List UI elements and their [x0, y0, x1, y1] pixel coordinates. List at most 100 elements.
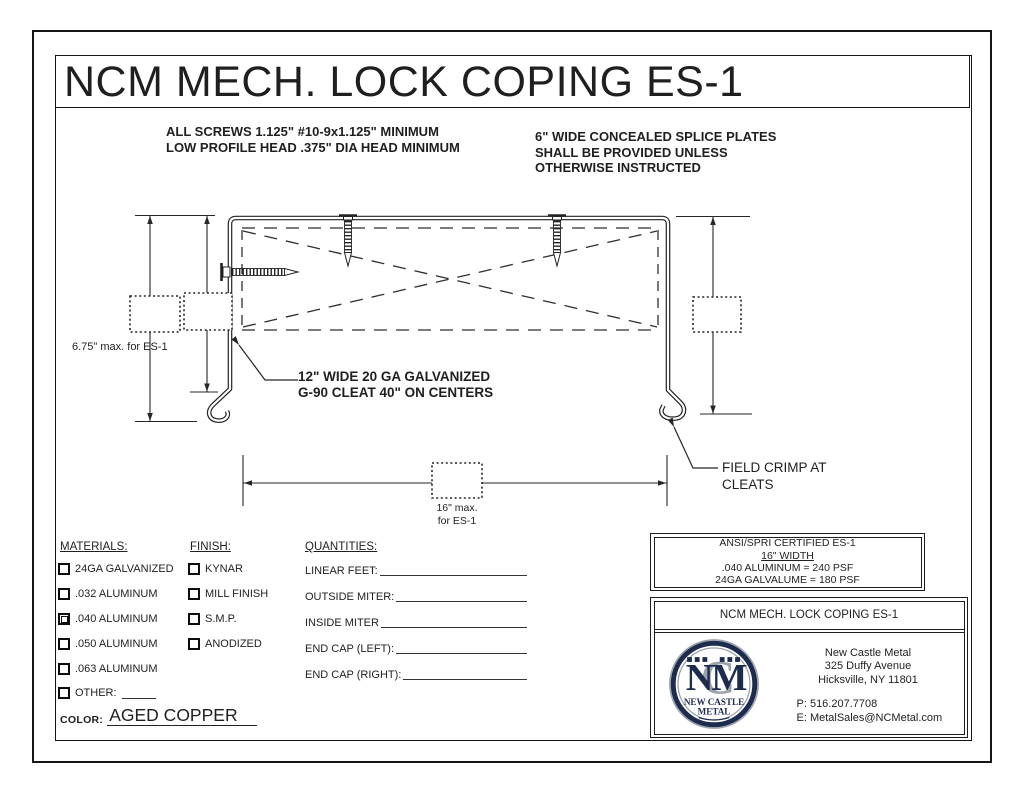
end-cap-left-field[interactable]: [396, 652, 527, 654]
coping-section-drawing: [129, 214, 752, 506]
material-label: .063 ALUMINUM: [75, 663, 158, 675]
quantity-row: OUTSIDE MITER:: [305, 590, 527, 603]
coping-profile-core: [208, 216, 686, 422]
logo-name-line1: NEW CASTLE: [683, 697, 743, 707]
company-address2: Hicksville, NY 11801: [818, 673, 918, 686]
company-info: New Castle Metal 325 Duffy Avenue Hicksv…: [773, 633, 964, 735]
checkbox-040-aluminum[interactable]: [58, 613, 70, 625]
checkbox-050-aluminum[interactable]: [58, 638, 70, 650]
company-logo: C N M NEW CASTLE METAL: [655, 633, 773, 735]
screw-vertical-left: [339, 214, 357, 268]
quantity-row: INSIDE MITER: [305, 616, 527, 629]
crimp-annotation: FIELD CRIMP AT CLEATS: [722, 459, 827, 493]
title-block: NCM MECH. LOCK COPING ES-1 C N M: [650, 597, 968, 738]
material-label: .032 ALUMINUM: [75, 588, 158, 600]
logo-letter-m: M: [711, 656, 747, 698]
quantity-label: END CAP (RIGHT):: [305, 669, 402, 681]
page-title: NCM MECH. LOCK COPING ES-1: [64, 58, 744, 106]
splice-note: 6" WIDE CONCEALED SPLICE PLATES SHALL BE…: [535, 129, 776, 176]
material-row: .032 ALUMINUM: [58, 588, 158, 600]
finish-heading: FINISH:: [190, 541, 231, 553]
screws-note: ALL SCREWS 1.125" #10-9x1.125" MINIMUM L…: [166, 124, 460, 155]
leader-lines: [238, 344, 718, 469]
finish-label: S.M.P.: [205, 613, 237, 625]
company-name: New Castle Metal: [824, 646, 912, 659]
end-cap-right-field[interactable]: [403, 678, 527, 680]
material-label: .040 ALUMINUM: [75, 613, 158, 625]
logo-battlements: [686, 656, 740, 662]
bottom-dimension-line2: for ES-1: [437, 514, 477, 527]
crimp-annotation-line1: FIELD CRIMP AT: [722, 460, 827, 475]
material-row: 24GA GALVANIZED: [58, 563, 174, 575]
splice-note-line1: 6" WIDE CONCEALED SPLICE PLATES: [535, 129, 777, 144]
outside-miter-field[interactable]: [396, 600, 527, 602]
screw-horizontal-cleat: [220, 263, 300, 281]
quantity-label: OUTSIDE MITER:: [305, 591, 395, 603]
quantity-row: END CAP (LEFT):: [305, 642, 527, 655]
bottom-dimension-line1: 16" max.: [436, 502, 478, 514]
wood-blocking-dashed: [241, 227, 659, 331]
material-label: .050 ALUMINUM: [75, 638, 158, 650]
certification-line3: .040 ALUMINUM = 240 PSF: [721, 562, 854, 574]
checkbox-032-aluminum[interactable]: [58, 588, 70, 600]
other-fill-line[interactable]: [121, 688, 156, 699]
dimension-text-boxes: [129, 292, 742, 499]
quantities-heading: QUANTITIES:: [305, 541, 378, 553]
finish-row: KYNAR: [188, 563, 243, 575]
splice-note-line3: OTHERWISE INSTRUCTED: [535, 160, 701, 175]
material-label: OTHER:: [75, 687, 117, 699]
certification-line1: ANSI/SPRI CERTIFIED ES-1: [719, 537, 856, 550]
inside-miter-field[interactable]: [380, 626, 527, 628]
finish-label: ANODIZED: [205, 638, 262, 650]
quantity-label: INSIDE MITER: [305, 617, 379, 629]
certification-line2: 16" WIDTH: [761, 549, 814, 562]
quantity-label: LINEAR FEET:: [305, 565, 378, 577]
quantity-row: END CAP (RIGHT):: [305, 668, 527, 681]
finish-label: MILL FINISH: [205, 588, 269, 600]
material-row: .063 ALUMINUM: [58, 663, 158, 675]
color-label: COLOR:: [60, 714, 104, 726]
company-address1: 325 Duffy Avenue: [824, 660, 912, 672]
checkbox-anodized[interactable]: [188, 638, 200, 650]
screws-note-line2: LOW PROFILE HEAD .375" DIA HEAD MINIMUM: [166, 139, 460, 155]
finish-row: S.M.P.: [188, 613, 237, 625]
dimension-lines: [135, 214, 752, 506]
certification-box: ANSI/SPRI CERTIFIED ES-1 16" WIDTH .040 …: [650, 533, 925, 591]
checkbox-mark: [60, 615, 68, 623]
leader-arrowheads: [231, 336, 674, 427]
logo-letter-n: N: [685, 656, 713, 698]
checkbox-24ga-galvanized[interactable]: [58, 563, 70, 575]
linear-feet-field[interactable]: [379, 574, 527, 576]
material-label: 24GA GALVANIZED: [75, 563, 174, 575]
company-phone: P: 516.207.7708: [796, 698, 878, 710]
bottom-dimension-label: 16" max. for ES-1: [405, 502, 509, 527]
dimension-arrowheads: [147, 216, 716, 486]
certification-line4: 24GA GALVALUME = 180 PSF: [715, 574, 860, 587]
checkbox-063-aluminum[interactable]: [58, 663, 70, 675]
cleat-annotation-line1: 12" WIDE 20 GA GALVANIZED: [298, 369, 491, 384]
screw-vertical-right: [548, 214, 566, 268]
ncm-logo-icon: C N M NEW CASTLE METAL: [668, 638, 759, 729]
checkbox-mill-finish[interactable]: [188, 588, 200, 600]
material-row: .050 ALUMINUM: [58, 638, 158, 650]
material-row: OTHER:: [58, 687, 156, 699]
finish-row: ANODIZED: [188, 638, 262, 650]
drawing-title: NCM MECH. LOCK COPING ES-1: [654, 602, 964, 630]
finish-row: MILL FINISH: [188, 588, 268, 600]
material-row: .040 ALUMINUM: [58, 613, 158, 625]
screws-note-line1: ALL SCREWS 1.125" #10-9x1.125" MINIMUM: [166, 124, 439, 139]
sheet-outer-border: [32, 30, 992, 763]
color-value-field[interactable]: AGED COPPER: [107, 706, 258, 726]
company-email: E: MetalSales@NCMetal.com: [796, 711, 943, 724]
finish-label: KYNAR: [205, 563, 243, 575]
title-block-separator: [654, 630, 964, 633]
splice-note-line2: SHALL BE PROVIDED UNLESS: [535, 144, 728, 160]
materials-heading: MATERIALS:: [60, 541, 128, 553]
checkbox-smp[interactable]: [188, 613, 200, 625]
checkbox-other[interactable]: [58, 687, 70, 699]
quantity-label: END CAP (LEFT):: [305, 643, 395, 655]
checkbox-kynar[interactable]: [188, 563, 200, 575]
cleat-annotation-line2: G-90 CLEAT 40" ON CENTERS: [298, 385, 494, 400]
quantity-row: LINEAR FEET:: [305, 564, 527, 577]
